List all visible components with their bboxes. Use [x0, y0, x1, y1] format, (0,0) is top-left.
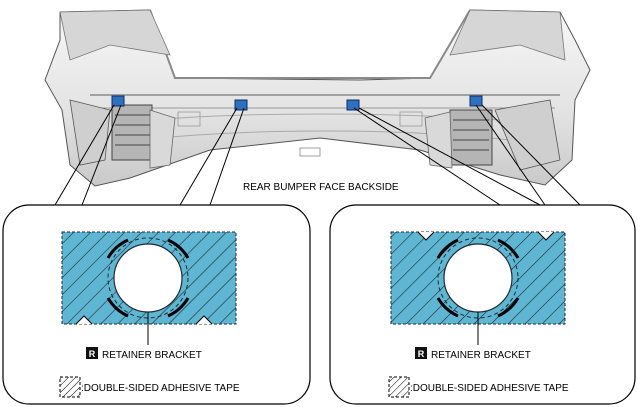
right-detail-panel: R RETAINER BRACKET :DOUBLE-SIDED ADHESIV…	[329, 204, 636, 405]
main-caption: REAR BUMPER FACE BACKSIDE	[243, 182, 399, 193]
left-retainer-badge	[86, 347, 98, 359]
left-retainer-label: RETAINER BRACKET	[102, 350, 202, 361]
right-retainer-label: RETAINER BRACKET	[431, 350, 531, 361]
right-tape-legend-text: :DOUBLE-SIDED ADHESIVE TAPE	[410, 383, 569, 394]
right-bracket-tape	[390, 231, 566, 345]
clip-marker-4	[469, 95, 483, 107]
rear-bumper	[44, 9, 591, 187]
leader-lines	[54, 104, 581, 206]
left-side-bracket	[69, 99, 176, 169]
right-tape-legend-swatch	[388, 376, 410, 398]
right-retainer-badge	[415, 347, 427, 359]
clip-marker-2	[234, 99, 248, 111]
clip-marker-3	[346, 99, 360, 111]
left-detail-panel: R RETAINER BRACKET :DOUBLE-SIDED ADHESIV…	[2, 204, 311, 405]
clip-marker-1	[111, 95, 125, 107]
svg-text:R: R	[418, 349, 425, 359]
left-bracket-tape	[61, 231, 237, 345]
left-tape-legend-swatch	[59, 376, 81, 398]
svg-text:R: R	[89, 349, 96, 359]
right-side-bracket	[424, 99, 561, 171]
left-tape-legend-text: :DOUBLE-SIDED ADHESIVE TAPE	[81, 383, 240, 394]
